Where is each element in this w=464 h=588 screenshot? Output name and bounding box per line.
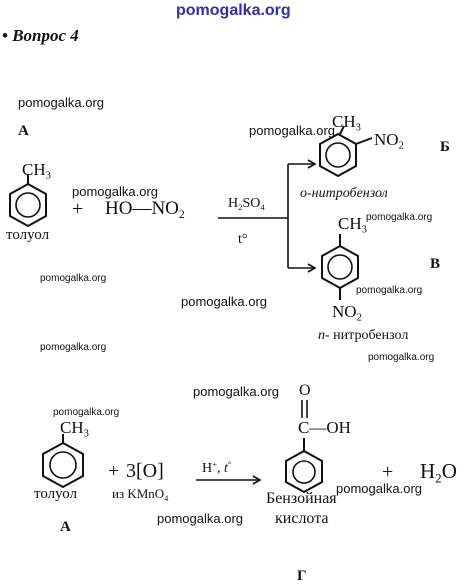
label-a-2: А — [60, 519, 71, 535]
watermark: pomogalka.org — [53, 407, 120, 418]
nitro-group-ortho: NO2 — [374, 130, 404, 152]
o-nitrotoluene-ring — [319, 125, 373, 178]
plus-sign-3: + — [382, 461, 394, 483]
benzoic-acid-name-line2: кислота — [275, 510, 329, 527]
watermark: pomogalka.org — [40, 273, 107, 284]
water-formula: H2O — [420, 459, 457, 486]
plus-sign-2: + — [108, 460, 120, 482]
reaction-arrow-2 — [196, 475, 262, 485]
label-g: Г — [297, 568, 307, 584]
o-nitrotoluene-name: о-нитробензол — [300, 186, 388, 201]
nitro-group-para: NO2 — [332, 302, 362, 324]
toluene-ring-1 — [9, 174, 47, 228]
condition-h-t: H+, t° — [202, 459, 232, 476]
label-b: Б — [440, 139, 450, 155]
p-nitrotoluene-name: n- нитробензол — [318, 328, 409, 343]
oxidant-source: из KMnO4 — [112, 486, 169, 503]
label-v: В — [430, 256, 441, 272]
watermark: pomogalka.org — [18, 95, 104, 110]
watermark: pomogalka.org — [40, 342, 107, 353]
p-nitrotoluene-ring — [321, 234, 359, 300]
nitric-acid-formula: HO—NO2 — [105, 198, 185, 222]
condition-temperature-1: t° — [238, 232, 248, 247]
condition-h2so4: H2SO4 — [228, 196, 265, 213]
carbonyl-double-bond — [301, 400, 308, 418]
watermark: pomogalka.org — [366, 212, 433, 223]
toluene-name-1: толуол — [6, 227, 50, 243]
watermark: pomogalka.org — [356, 285, 423, 296]
branching-arrow — [218, 159, 317, 273]
oxidant-formula: 3[O] — [126, 460, 164, 482]
label-a-1: А — [18, 123, 29, 139]
methyl-group-ortho: CH3 — [332, 112, 361, 134]
methyl-group-para: CH3 — [338, 214, 367, 236]
watermark: pomogalka.org — [249, 123, 335, 138]
benzoic-acid-ring — [285, 438, 323, 494]
methyl-group-2: CH3 — [60, 418, 89, 440]
carboxyl-group: C—OH — [298, 418, 351, 437]
watermark: pomogalka.org — [368, 352, 435, 363]
toluene-name-2: толуол — [34, 486, 78, 502]
watermark: pomogalka.org — [181, 294, 267, 309]
watermark: pomogalka.org — [157, 511, 243, 526]
toluene-ring-2 — [42, 434, 84, 489]
carbonyl-oxygen: O — [299, 382, 311, 399]
watermark: pomogalka.org — [193, 384, 279, 399]
site-watermark-top: pomogalka.org — [176, 2, 291, 19]
plus-sign-1: + — [72, 198, 84, 220]
question-title: • Вопрос 4 — [2, 26, 79, 45]
methyl-group-1: CH3 — [22, 160, 51, 182]
benzoic-acid-name-line1: Бензойная — [266, 490, 337, 507]
watermark: pomogalka.org — [72, 184, 158, 199]
watermark: pomogalka.org — [336, 481, 422, 496]
